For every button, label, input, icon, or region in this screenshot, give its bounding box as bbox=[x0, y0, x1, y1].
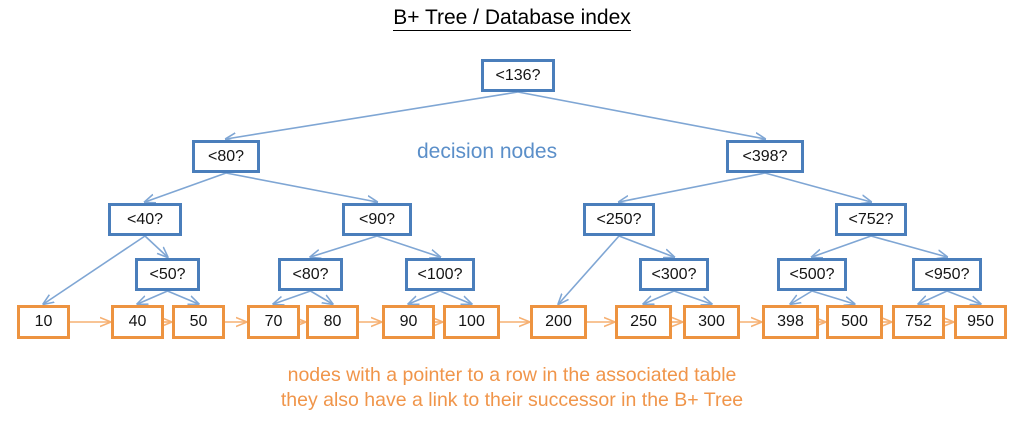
decision-node-label: <300? bbox=[651, 265, 697, 283]
leaf-node-l90[interactable]: 90 bbox=[382, 305, 435, 339]
leaf-node-label: 752 bbox=[905, 313, 932, 330]
tree-edge-d40-to-l10 bbox=[44, 235, 146, 304]
leaf-node-label: 50 bbox=[189, 313, 208, 330]
tree-edge-d250-to-d300 bbox=[618, 235, 674, 257]
leaf-node-l40[interactable]: 40 bbox=[111, 305, 164, 339]
decision-node-label: <40? bbox=[126, 210, 164, 228]
tree-edge-d136-to-d398 bbox=[517, 91, 765, 139]
tree-edge-d398-to-d752 bbox=[764, 172, 871, 202]
tree-edge-d250-to-l200 bbox=[559, 235, 620, 304]
tree-edge-d90-to-d100 bbox=[376, 235, 440, 257]
decision-nodes-label: decision nodes bbox=[417, 140, 558, 163]
leaf-node-l300[interactable]: 300 bbox=[683, 305, 740, 339]
decision-node-d950[interactable]: <950? bbox=[912, 258, 982, 291]
leaf-caption: nodes with a pointer to a row in the ass… bbox=[0, 363, 1024, 413]
decision-node-label: <50? bbox=[149, 265, 186, 283]
leaf-node-label: 300 bbox=[698, 313, 725, 330]
decision-node-d398[interactable]: <398? bbox=[726, 140, 804, 173]
leaf-node-label: 90 bbox=[399, 313, 418, 330]
tree-edge-d136-to-d80 bbox=[226, 91, 519, 139]
leaf-caption-line-2: they also have a link to their successor… bbox=[280, 389, 744, 411]
tree-edge-d50-to-l50 bbox=[167, 290, 199, 304]
leaf-node-label: 398 bbox=[777, 313, 804, 330]
decision-node-d40[interactable]: <40? bbox=[108, 203, 182, 236]
decision-node-d50[interactable]: <50? bbox=[135, 258, 200, 291]
decision-node-label: <250? bbox=[596, 210, 642, 228]
decision-node-label: <950? bbox=[924, 265, 970, 283]
decision-node-label: <398? bbox=[742, 147, 788, 165]
decision-node-d752[interactable]: <752? bbox=[835, 203, 907, 236]
decision-node-d500[interactable]: <500? bbox=[777, 258, 847, 291]
leaf-node-l70[interactable]: 70 bbox=[247, 305, 300, 339]
tree-edge-d80-to-d40 bbox=[145, 172, 227, 202]
decision-node-label: <90? bbox=[358, 210, 396, 228]
leaf-node-label: 500 bbox=[841, 313, 868, 330]
tree-edge-d90-to-d80b bbox=[311, 235, 378, 257]
leaf-node-l500[interactable]: 500 bbox=[826, 305, 883, 339]
tree-edge-d300-to-l250 bbox=[644, 290, 675, 304]
leaf-node-label: 10 bbox=[34, 313, 53, 330]
decision-node-d90[interactable]: <90? bbox=[342, 203, 412, 236]
leaf-node-l250[interactable]: 250 bbox=[615, 305, 672, 339]
leaf-node-label: 70 bbox=[264, 313, 283, 330]
decision-node-d80[interactable]: <80? bbox=[192, 140, 260, 173]
leaf-node-l10[interactable]: 10 bbox=[17, 305, 70, 339]
decision-node-label: <500? bbox=[789, 265, 835, 283]
leaf-caption-line-1: nodes with a pointer to a row in the ass… bbox=[287, 364, 737, 386]
tree-edge-d500-to-l500 bbox=[811, 290, 855, 304]
tree-edge-d80b-to-l80 bbox=[310, 290, 333, 304]
tree-edge-d50-to-l40 bbox=[138, 290, 168, 304]
tree-edge-d100-to-l90 bbox=[409, 290, 441, 304]
tree-edge-d950-to-l752 bbox=[919, 290, 948, 304]
leaf-node-l100[interactable]: 100 bbox=[443, 305, 500, 339]
decision-node-d80b[interactable]: <80? bbox=[278, 258, 343, 291]
decision-node-label: <752? bbox=[848, 210, 894, 228]
leaf-node-label: 200 bbox=[545, 313, 572, 330]
page-title: B+ Tree / Database index bbox=[0, 6, 1024, 31]
decision-node-label: <100? bbox=[417, 265, 463, 283]
leaf-node-l200[interactable]: 200 bbox=[530, 305, 587, 339]
leaf-node-label: 100 bbox=[458, 313, 485, 330]
decision-node-label: <80? bbox=[207, 147, 245, 165]
tree-edge-d300-to-l300 bbox=[673, 290, 712, 304]
tree-edge-d500-to-l398 bbox=[791, 290, 813, 304]
leaf-node-label: 950 bbox=[967, 313, 994, 330]
decision-node-d100[interactable]: <100? bbox=[405, 258, 475, 291]
decision-node-label: <136? bbox=[495, 66, 541, 84]
leaf-node-l80[interactable]: 80 bbox=[306, 305, 359, 339]
tree-edge-d950-to-l950 bbox=[946, 290, 981, 304]
tree-edge-d752-to-d500 bbox=[812, 235, 872, 257]
tree-edge-d398-to-d250 bbox=[619, 172, 766, 202]
tree-edge-d40-to-d50 bbox=[144, 235, 168, 257]
leaf-node-label: 80 bbox=[323, 313, 342, 330]
decision-node-label: <80? bbox=[292, 265, 329, 283]
tree-edge-d100-to-l100 bbox=[439, 290, 472, 304]
leaf-node-l50[interactable]: 50 bbox=[172, 305, 225, 339]
leaf-node-label: 250 bbox=[630, 313, 657, 330]
tree-edge-d80b-to-l70 bbox=[274, 290, 311, 304]
tree-edge-d752-to-d950 bbox=[870, 235, 947, 257]
decision-node-d136[interactable]: <136? bbox=[481, 59, 555, 92]
decision-node-d250[interactable]: <250? bbox=[583, 203, 655, 236]
leaf-node-l950[interactable]: 950 bbox=[954, 305, 1007, 339]
page-title-text: B+ Tree / Database index bbox=[393, 6, 631, 31]
leaf-node-l398[interactable]: 398 bbox=[762, 305, 819, 339]
decision-node-d300[interactable]: <300? bbox=[639, 258, 709, 291]
leaf-node-label: 40 bbox=[128, 313, 147, 330]
leaf-node-l752[interactable]: 752 bbox=[892, 305, 945, 339]
tree-edge-d80-to-d90 bbox=[225, 172, 377, 202]
